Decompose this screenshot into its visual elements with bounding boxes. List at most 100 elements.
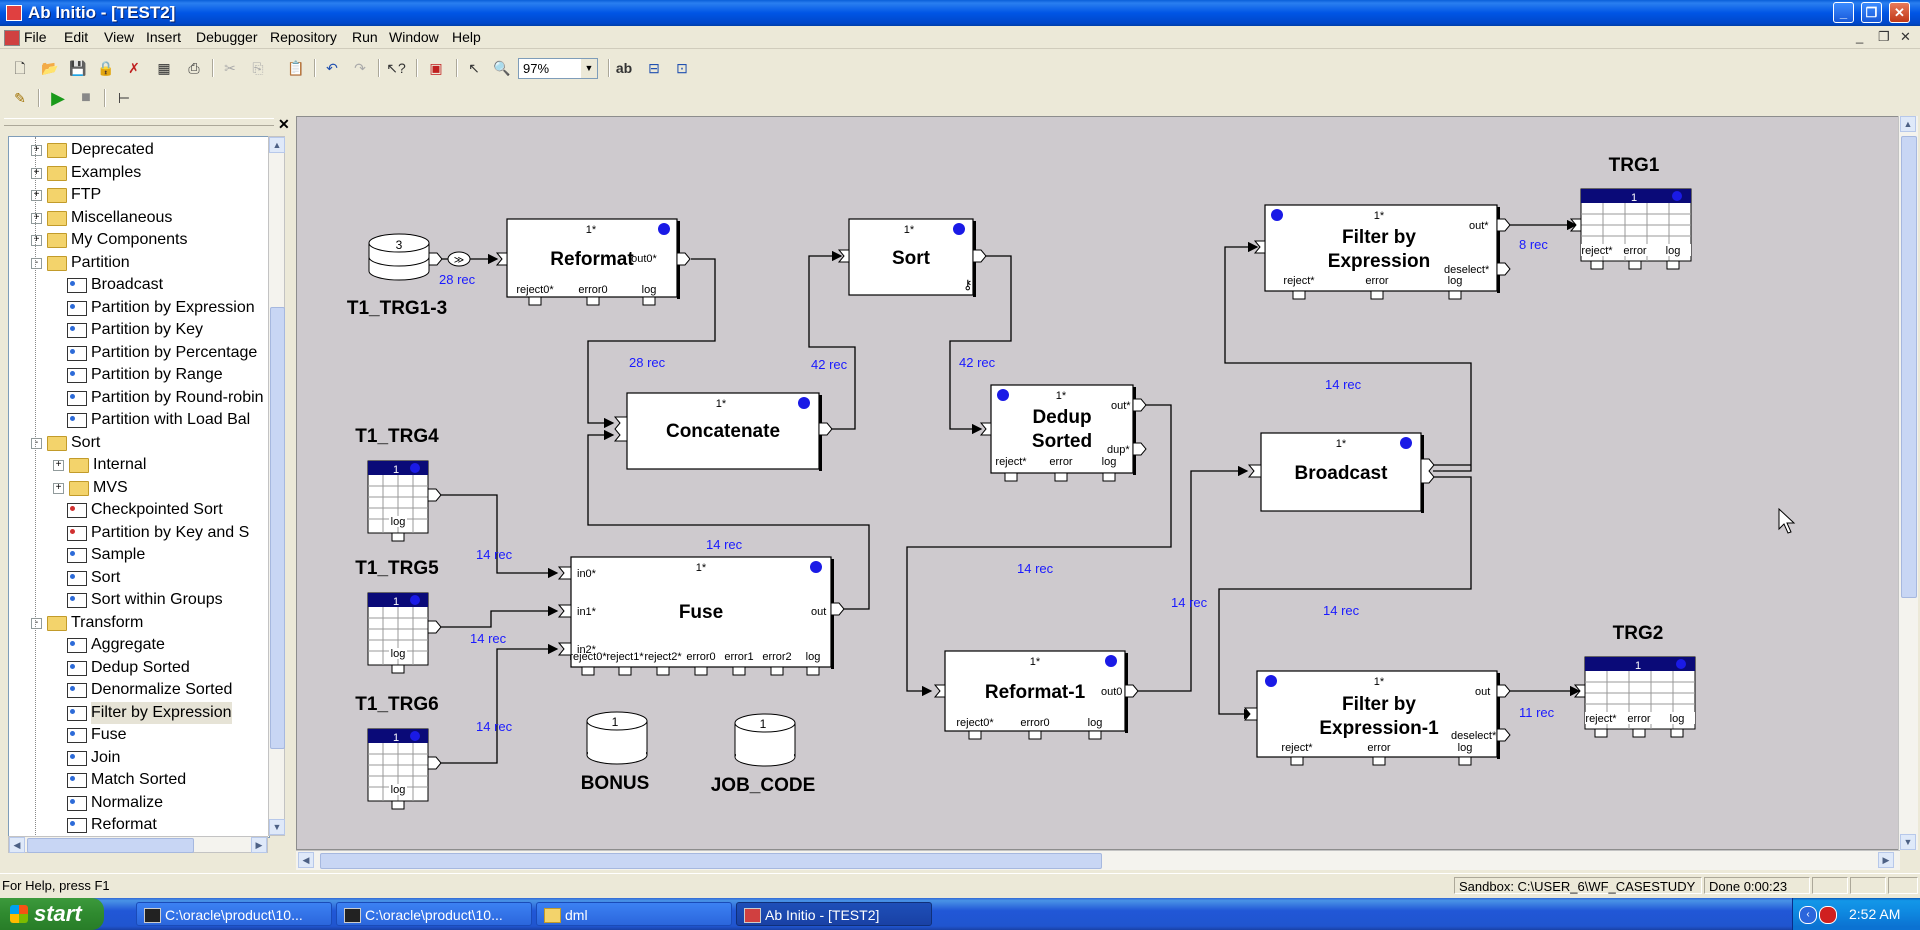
tree-item[interactable]: Partition by Range bbox=[9, 364, 269, 386]
scroll-right-icon[interactable]: ▶ bbox=[1878, 852, 1894, 868]
expand-icon[interactable]: + bbox=[31, 145, 42, 156]
expand-icon[interactable]: + bbox=[31, 190, 42, 201]
tree-scroll-thumb[interactable] bbox=[270, 307, 285, 749]
panel-gripper[interactable] bbox=[4, 118, 274, 126]
expand-icon[interactable]: + bbox=[53, 460, 64, 471]
dataset-trg1[interactable]: TRG1 1 reject* error log bbox=[1569, 155, 1692, 270]
new-icon[interactable]: 🗋 bbox=[14, 60, 26, 76]
tree-item[interactable]: Normalize bbox=[9, 792, 269, 814]
tree-item[interactable]: Sample bbox=[9, 544, 269, 566]
tree-item[interactable]: Partition by Percentage bbox=[9, 342, 269, 364]
taskbar-item-ab-initio[interactable]: Ab Initio - [TEST2] bbox=[736, 902, 932, 926]
scroll-down-icon[interactable]: ▼ bbox=[269, 819, 285, 835]
tree-horizontal-scrollbar[interactable]: ◀ ▶ bbox=[8, 836, 268, 853]
canvas-vertical-scrollbar[interactable]: ▲ ▼ bbox=[1898, 116, 1918, 850]
flow-dedup-reformat1[interactable] bbox=[906, 404, 1172, 697]
zoom-select[interactable]: 97% ▼ bbox=[518, 58, 598, 79]
tree-item[interactable]: Sort within Groups bbox=[9, 589, 269, 611]
doc-icon[interactable] bbox=[4, 30, 20, 46]
tree-item[interactable]: Fuse bbox=[9, 724, 269, 746]
tree-item[interactable]: -Sort bbox=[9, 432, 269, 454]
dataset-job-code[interactable]: 1 JOB_CODE bbox=[711, 713, 816, 796]
tree-item[interactable]: Aggregate bbox=[9, 634, 269, 656]
taskbar-item-dml[interactable]: dml bbox=[536, 902, 732, 926]
tree-item[interactable]: +Examples bbox=[9, 162, 269, 184]
undo-icon[interactable]: ↶ bbox=[326, 60, 338, 76]
component-sort[interactable]: 1* Sort ⚷ bbox=[837, 218, 987, 297]
scroll-up-icon[interactable]: ▲ bbox=[269, 137, 285, 153]
tree-item[interactable]: +Internal bbox=[9, 454, 269, 476]
check-in-icon[interactable]: ✗ bbox=[128, 60, 140, 76]
tree-item[interactable]: Partition by Key and S bbox=[9, 522, 269, 544]
tree-item[interactable]: +FTP bbox=[9, 184, 269, 206]
tree-item[interactable]: Partition by Round-robin bbox=[9, 387, 269, 409]
run-settings-icon[interactable]: ✎ bbox=[14, 90, 26, 106]
scroll-right-icon[interactable]: ▶ bbox=[251, 837, 267, 853]
save-icon[interactable]: 💾 bbox=[69, 60, 87, 76]
tree-item[interactable]: Broadcast bbox=[9, 274, 269, 296]
tree-vertical-scrollbar[interactable]: ▲ ▼ bbox=[268, 136, 285, 836]
run-icon[interactable]: ▶ bbox=[51, 88, 65, 108]
tree-item[interactable]: -Transform bbox=[9, 612, 269, 634]
tree-item[interactable]: Checkpointed Sort bbox=[9, 499, 269, 521]
scroll-left-icon[interactable]: ◀ bbox=[9, 837, 25, 853]
tree-item[interactable]: Dedup Sorted bbox=[9, 657, 269, 679]
expand-icon[interactable]: + bbox=[31, 235, 42, 246]
flow-tracking-icon[interactable]: ⊢ bbox=[117, 90, 131, 106]
taskbar-item-cmd-2[interactable]: C:\oracle\product\10... bbox=[336, 902, 532, 926]
tree-item[interactable]: Match Sorted bbox=[9, 769, 269, 791]
layout-icon[interactable]: ⊟ bbox=[648, 60, 660, 76]
tree-item[interactable]: +My Components bbox=[9, 229, 269, 251]
expand-icon[interactable]: + bbox=[31, 212, 42, 224]
tree-item[interactable]: Partition by Expression bbox=[9, 297, 269, 319]
print-icon[interactable]: ⎙ bbox=[188, 60, 200, 76]
security-alert-icon[interactable] bbox=[1819, 906, 1837, 924]
flow-sort-dedup[interactable] bbox=[949, 255, 1012, 435]
flow-reformat-concat[interactable] bbox=[587, 258, 716, 429]
cut-icon[interactable]: ✂ bbox=[224, 60, 236, 76]
flow-trg4-fuse[interactable] bbox=[435, 494, 559, 579]
scroll-left-icon[interactable]: ◀ bbox=[298, 852, 314, 868]
component-filter-by-expression[interactable]: 1* Filter by Expression out* deselect* r… bbox=[1253, 204, 1511, 300]
tree-item[interactable]: Filter by Expression bbox=[9, 701, 269, 724]
lock-icon[interactable]: 🔒 bbox=[97, 60, 115, 76]
menu-run[interactable]: Run bbox=[352, 29, 378, 45]
expand-icon[interactable]: + bbox=[31, 167, 42, 179]
dataset-trg2[interactable]: TRG2 1 reject* error log bbox=[1573, 623, 1696, 738]
flow-concat-sort[interactable] bbox=[808, 250, 856, 430]
component-dedup-sorted[interactable]: 1* Dedup Sorted out* dup* reject* error … bbox=[979, 384, 1147, 482]
expand-icon[interactable]: + bbox=[53, 482, 64, 494]
close-button[interactable]: ✕ bbox=[1889, 2, 1910, 23]
mdi-close-button[interactable]: ✕ bbox=[1900, 29, 1911, 44]
component-concatenate[interactable]: 1* Concatenate bbox=[613, 392, 833, 471]
minimize-button[interactable]: _ bbox=[1833, 2, 1854, 23]
tree-hscroll-thumb[interactable] bbox=[27, 838, 194, 853]
component-fuse[interactable]: 1* Fuse in0* in1* in2* out reject0* reje… bbox=[557, 556, 845, 676]
tray-expand-icon[interactable]: ‹ bbox=[1799, 906, 1817, 924]
help-pointer-icon[interactable]: ↖? bbox=[386, 60, 406, 76]
title-bar[interactable]: Ab Initio - [TEST2] _ ❐ ✕ bbox=[0, 0, 1920, 26]
canvas-hscroll-thumb[interactable] bbox=[320, 853, 1102, 869]
text-tool-button[interactable]: ab bbox=[615, 60, 633, 76]
tree-item[interactable]: +Deprecated bbox=[9, 139, 269, 161]
graph-canvas[interactable]: 28 rec 28 rec 42 rec 42 rec 8 rec 14 rec… bbox=[296, 116, 1900, 850]
flow-trg5-fuse[interactable] bbox=[435, 605, 559, 628]
flow-reformat1-broadcast[interactable] bbox=[1137, 465, 1249, 692]
mdi-restore-button[interactable]: ❐ bbox=[1878, 29, 1890, 44]
select-pointer-icon[interactable]: ↖ bbox=[468, 60, 480, 76]
collapse-icon[interactable]: - bbox=[31, 437, 42, 449]
open-icon[interactable]: 📂 bbox=[41, 60, 59, 76]
tree-item[interactable]: Join bbox=[9, 747, 269, 769]
menu-insert[interactable]: Insert bbox=[146, 29, 182, 45]
tree-item[interactable]: -Partition bbox=[9, 252, 269, 274]
mdi-minimize-button[interactable]: _ bbox=[1856, 29, 1864, 44]
stop-icon[interactable]: ■ bbox=[81, 89, 91, 106]
menu-edit[interactable]: Edit bbox=[64, 29, 89, 45]
copy-icon[interactable]: ⎘ bbox=[252, 60, 264, 76]
tree-item[interactable]: Partition by Key bbox=[9, 319, 269, 341]
flow-fuse-concat[interactable] bbox=[587, 429, 870, 610]
menu-window[interactable]: Window bbox=[389, 29, 439, 45]
scroll-down-icon[interactable]: ▼ bbox=[1900, 834, 1916, 850]
dataset-t1-trg5[interactable]: T1_TRG5 1 log bbox=[355, 558, 442, 674]
component-broadcast[interactable]: 1* Broadcast bbox=[1247, 432, 1435, 513]
